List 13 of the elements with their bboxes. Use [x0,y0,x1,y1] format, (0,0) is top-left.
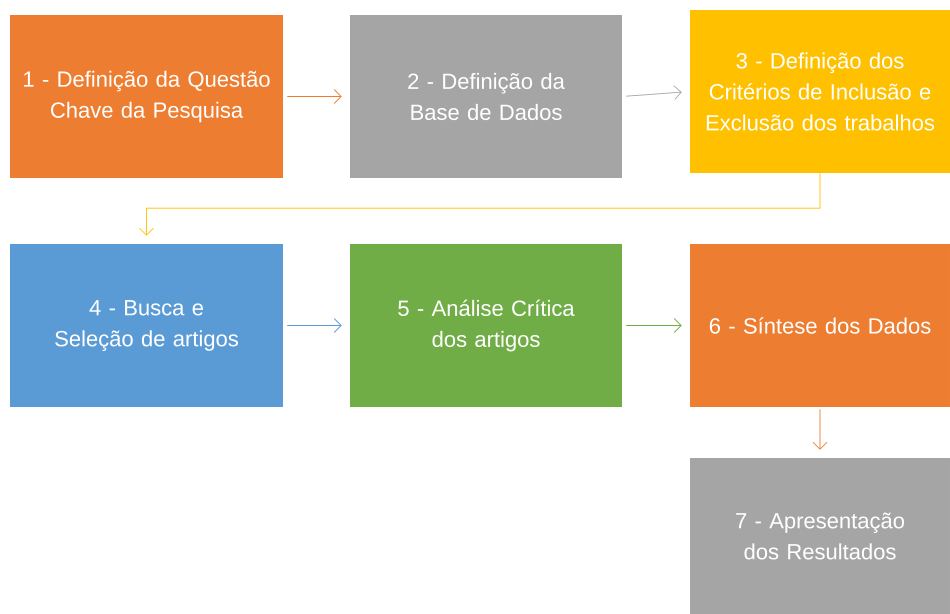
process-box: 7 - Apresentação dos Resultados [690,458,950,614]
arrow [139,172,820,236]
process-box: 1 - Definição da Questão Chave da Pesquisa [10,15,283,178]
process-box: 4 - Busca e Seleção de artigos [10,244,283,407]
arrow [812,408,828,450]
process-box: 3 - Definição dos Critérios de Inclusão e Exclusão dos trabalhos [690,10,950,173]
arrow [286,89,342,104]
process-box: 5 - Análise Crítica dos artigos [350,244,622,407]
process-box: 6 - Síntese dos Dados [690,244,950,407]
arrow [286,318,342,333]
process-box: 2 - Definição da Base de Dados [350,15,622,178]
arrow [626,318,682,333]
arrow [626,85,682,100]
